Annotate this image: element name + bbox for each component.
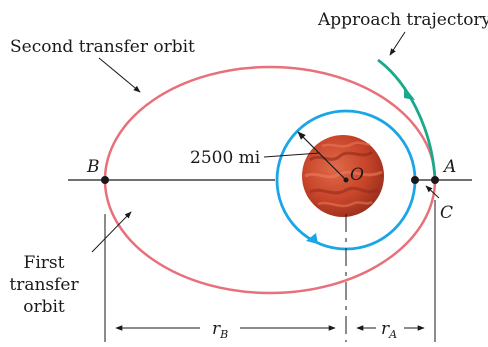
rb-label: rB: [212, 319, 228, 341]
planet: [302, 135, 384, 217]
circular-orbit-arrow-icon: [306, 233, 318, 244]
second-transfer-leader: [98, 57, 141, 93]
rb-label-sub: B: [219, 328, 228, 341]
point-b-marker: [101, 176, 109, 184]
ra-label-sub: A: [388, 328, 397, 341]
first-transfer-leader: [91, 211, 132, 253]
point-c-label: C: [440, 203, 453, 223]
radius-label: 2500 mi: [190, 148, 261, 168]
first-transfer-label-line1: First: [24, 253, 65, 273]
radius-arrow: [297, 131, 347, 181]
first-transfer-label-line3: orbit: [23, 297, 65, 317]
first-transfer-label-line2: transfer: [9, 275, 79, 295]
point-a-marker: [431, 176, 439, 184]
center-o-marker: [343, 177, 349, 183]
approach-arrow-icon: [404, 86, 415, 100]
approach-trajectory: [377, 58, 437, 181]
center-o-label: O: [350, 165, 364, 185]
second-transfer-orbit-label: Second transfer orbit: [10, 37, 195, 57]
radius-leader: [263, 152, 321, 158]
approach-trajectory-label: Approach trajectory: [317, 10, 488, 30]
point-c-marker: [411, 176, 419, 184]
approach-leader: [389, 31, 406, 56]
point-c-leader: [425, 185, 440, 199]
rb-label-main: r: [212, 319, 221, 339]
ra-label: rA: [381, 319, 397, 341]
point-b-label: B: [86, 157, 100, 177]
ra-label-main: r: [381, 319, 390, 339]
point-a-label: A: [442, 157, 456, 177]
